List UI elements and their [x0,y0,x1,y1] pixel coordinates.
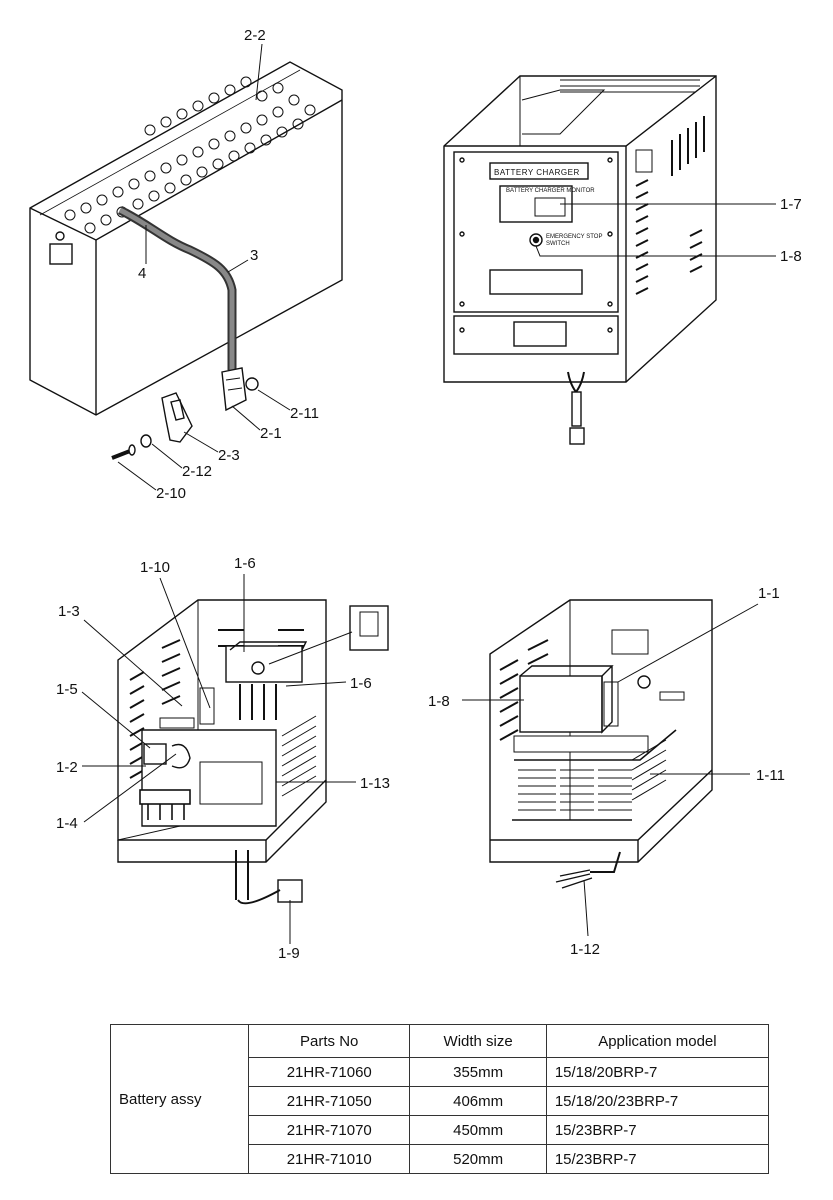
cell-width-size: 450mm [409,1115,547,1145]
power-plug [277,879,303,903]
washer [140,434,152,448]
callout-1-1: 1-1 [758,585,780,602]
callout-1-6-top: 1-6 [234,555,256,572]
panel-title-text: BATTERY CHARGER [494,168,580,177]
callout-1-5: 1-5 [56,681,78,698]
cell-parts-no: 21HR-71050 [247,1086,411,1116]
top-vent-icon [560,79,700,93]
table-row: 21HR-71010 520mm 15/23BRP-7 [111,1144,770,1174]
callout-1-9: 1-9 [278,945,300,962]
cell-width-size: 520mm [409,1144,547,1174]
cell-application-model: 15/23BRP-7 [545,1115,770,1145]
charger-plug [569,427,585,445]
callout-2-10: 2-10 [156,485,186,502]
bolt [111,449,131,460]
switch-label-line-1: EMERGENCY STOP [546,234,602,240]
callout-1-10: 1-10 [140,559,170,576]
terminal-block [139,789,191,820]
callout-1-12: 1-12 [570,941,600,958]
relay [143,743,167,765]
panel-title-plate [489,162,589,180]
callout-1-6-right: 1-6 [350,675,372,692]
charger-interior-right [462,599,759,937]
cell-application-model: 15/18/20/23BRP-7 [545,1086,770,1116]
callout-2-3: 2-3 [218,447,240,464]
battery-assembly [29,43,343,491]
callout-1-7: 1-7 [780,196,802,213]
callout-3: 3 [250,247,258,264]
nut [245,377,259,391]
capacitor-box [519,675,603,733]
cell-parts-no: 21HR-71060 [247,1057,411,1087]
transformer [225,645,303,683]
inset-detail [349,605,389,651]
header-parts-no: Parts No [247,1024,411,1058]
callout-1-13: 1-13 [360,775,390,792]
heat-sink [513,735,667,811]
cell-parts-no: 21HR-71010 [247,1144,411,1174]
callout-1-8-front: 1-8 [780,248,802,265]
callout-1-2: 1-2 [56,759,78,776]
table-row: 21HR-71060 355mm 15/18/20BRP-7 [111,1057,770,1087]
callout-1-3: 1-3 [58,603,80,620]
parts-table: Battery assy Parts No Width size Applica… [110,1024,770,1174]
cell-width-size: 406mm [409,1086,547,1116]
callout-4: 4 [138,265,146,282]
cell-application-model: 15/18/20BRP-7 [545,1057,770,1087]
group-label: Battery assy [110,1024,249,1174]
battery-label-plate [49,243,73,265]
callout-2-12: 2-12 [182,463,212,480]
callout-2-1: 2-1 [260,425,282,442]
side-vent-icon [635,116,705,295]
cell-application-model: 15/23BRP-7 [545,1144,770,1174]
table-header-row: Battery assy Parts No Width size Applica… [110,1024,770,1174]
charger-interior-left [81,574,389,944]
callout-1-8-right: 1-8 [428,693,450,710]
monitor-heading-text: BATTERY CHARGER MONITOR [506,188,595,194]
switch-label-line-2: SWITCH [546,241,570,247]
callout-2-2: 2-2 [244,27,266,44]
table-row: 21HR-71050 406mm 15/18/20/23BRP-7 [111,1086,770,1116]
cell-parts-no: 21HR-71070 [247,1115,411,1145]
callout-1-4: 1-4 [56,815,78,832]
header-width-size: Width size [409,1024,547,1058]
cell-width-size: 355mm [409,1057,547,1087]
callout-2-11: 2-11 [290,405,319,422]
vent-slots-icon [499,639,549,741]
parts-diagram: BATTERY CHARGER BATTERY CHARGER MONITOR … [29,27,802,962]
header-application-model: Application model [545,1024,770,1058]
plug-handle [161,392,193,443]
vent-slots-icon [129,629,304,779]
callout-1-11: 1-11 [756,767,785,784]
charger-front-view [443,75,776,445]
